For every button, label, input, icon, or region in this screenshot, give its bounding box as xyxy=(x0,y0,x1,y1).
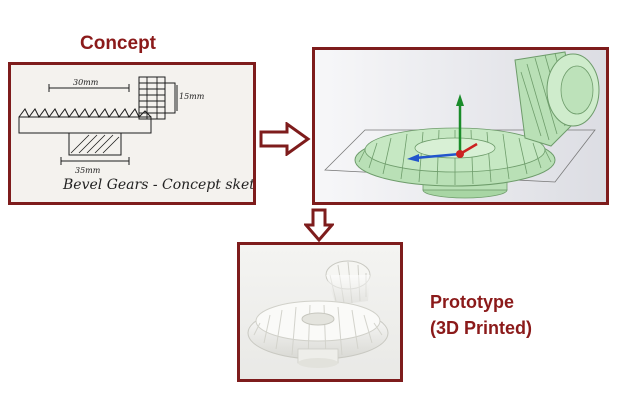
dimension-label-bottom: 35mm xyxy=(75,166,101,175)
gear-hub-outline xyxy=(69,133,121,155)
sketch-caption: Bevel Gears - Concept sketch xyxy=(63,177,256,193)
prototype-photo-panel xyxy=(237,242,403,382)
cad-model-panel xyxy=(312,47,609,205)
pinion-shaft-outline xyxy=(165,83,175,113)
arrow-down-icon xyxy=(304,208,334,242)
dimension-label-right: 15mm xyxy=(179,92,205,101)
cad-model-view xyxy=(315,50,606,202)
prototype-heading: Prototype xyxy=(430,292,514,313)
dimension-label-top: 30mm xyxy=(73,78,99,87)
concept-heading: Concept xyxy=(80,33,156,55)
gear-body-outline xyxy=(19,117,151,133)
concept-sketch-panel: 30mm 15mm 35mm Bevel Gears - Concept ske… xyxy=(8,62,256,205)
arrow-right-icon xyxy=(259,122,311,156)
printed-gears-image xyxy=(240,245,400,379)
gear-teeth-outline xyxy=(19,109,151,117)
prototype-subheading: (3D Printed) xyxy=(430,318,532,339)
